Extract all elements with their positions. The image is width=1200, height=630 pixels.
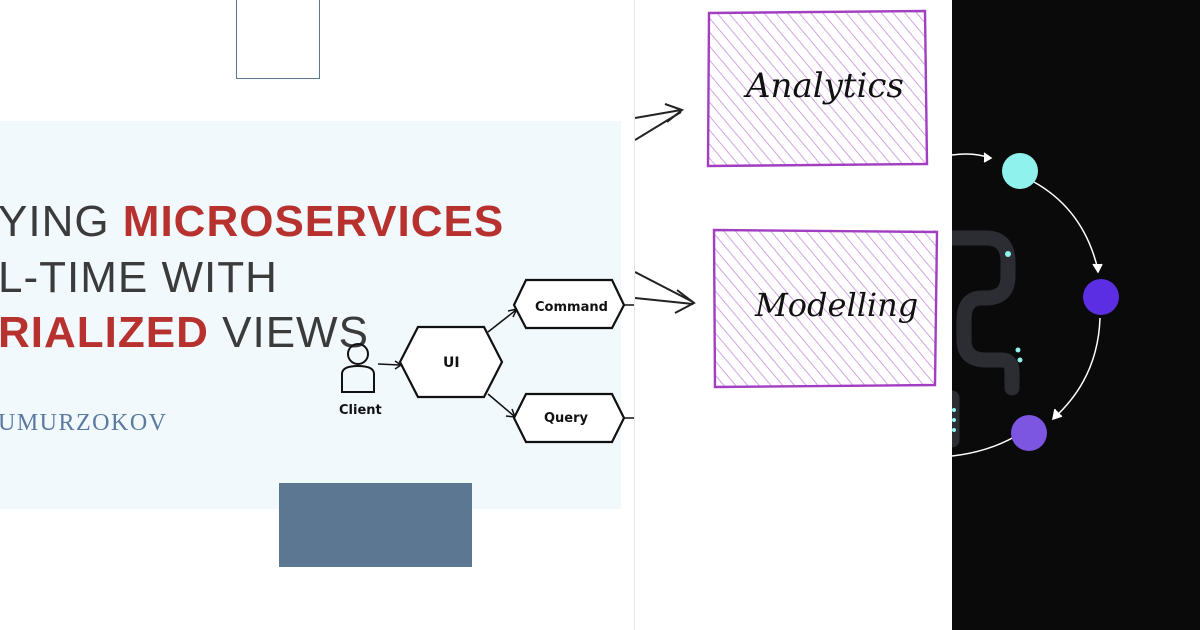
flow-arrows	[952, 152, 1103, 457]
decorative-block	[279, 483, 472, 567]
command-label: Command	[535, 300, 608, 315]
track-dot	[952, 408, 956, 412]
analytics-label: Analytics	[743, 66, 904, 106]
analytics-box: Analytics	[706, 9, 929, 168]
article-thumbnail-panel: YING MICROSERVICES L-TIME WITH RIALIZED …	[0, 0, 634, 567]
title-line-3: RIALIZED VIEWS	[0, 311, 369, 355]
top-outline-rect	[236, 0, 320, 79]
title-card	[0, 121, 621, 509]
ui-hexagon	[398, 325, 504, 399]
cqrs-diagram: Client UI Command Query	[339, 278, 634, 444]
title-line-1: YING MICROSERVICES	[0, 200, 504, 244]
title-highlight-materialized: RIALIZED	[0, 308, 209, 357]
arrow-to-analytics	[635, 103, 685, 141]
event-flow-panel	[952, 0, 1200, 630]
client-icon	[341, 343, 375, 393]
ui-label: UI	[443, 355, 460, 371]
ui-to-command-arrow	[487, 309, 517, 333]
track-dot	[1017, 357, 1023, 363]
query-label: Query	[544, 411, 589, 426]
node-violet	[1083, 279, 1119, 315]
modelling-box: Modelling	[712, 228, 939, 389]
track-dot	[1005, 251, 1011, 257]
sketch-canvas: Analytics Modelling	[635, 9, 939, 389]
client-label: Client	[339, 403, 382, 418]
author-name: UMURZOKOV	[0, 410, 168, 436]
track-dot	[952, 418, 956, 422]
query-hexagon	[512, 392, 626, 444]
node-cyan	[1002, 153, 1038, 189]
title-line-3-suffix: VIEWS	[208, 308, 369, 357]
node-purple	[1011, 415, 1047, 451]
track-path	[952, 230, 1020, 448]
title-line-1-prefix: YING	[0, 197, 123, 246]
title-highlight-microservices: MICROSERVICES	[122, 197, 505, 246]
command-hexagon	[512, 278, 626, 330]
sketch-panel: Analytics Modelling	[634, 0, 953, 630]
track-dot	[1015, 347, 1021, 353]
event-flow-graphic	[952, 152, 1119, 457]
track-dot	[952, 428, 956, 432]
arrow-to-modelling	[635, 271, 696, 314]
title-line-2-text: L-TIME WITH	[0, 253, 278, 302]
client-to-ui-arrow	[377, 363, 401, 366]
title-line-2: L-TIME WITH	[0, 256, 278, 300]
ui-to-query-arrow	[487, 393, 515, 417]
modelling-label: Modelling	[754, 286, 918, 324]
